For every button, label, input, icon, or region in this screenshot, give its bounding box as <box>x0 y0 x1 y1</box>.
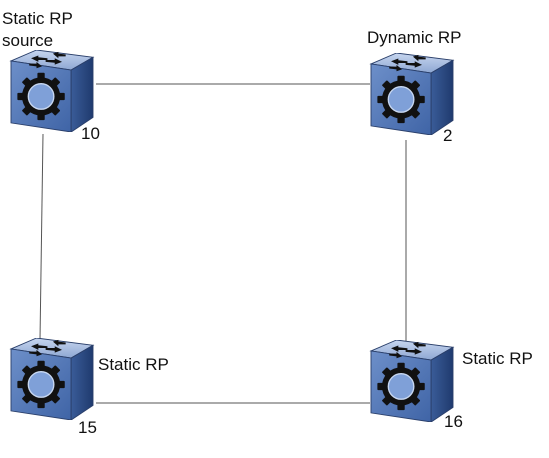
node-2-label: Dynamic RP <box>367 28 462 47</box>
node-2-number: 2 <box>443 126 453 145</box>
router-icon <box>10 50 94 132</box>
router-node-15[interactable] <box>10 338 94 420</box>
router-node-16[interactable] <box>370 340 454 422</box>
link-10-15 <box>39 133 44 341</box>
node-10-label-line2: source <box>2 31 54 50</box>
node-16-number: 16 <box>444 412 463 431</box>
router-icon <box>370 53 454 135</box>
node-10-label-line1: Static RP <box>2 9 73 28</box>
node-15-label: Static RP <box>98 355 169 374</box>
node-10-label: Static RP source <box>2 8 73 52</box>
router-icon <box>10 338 94 420</box>
router-icon <box>370 340 454 422</box>
node-16-label: Static RP <box>462 349 533 368</box>
node-10-number: 10 <box>81 124 100 143</box>
node-15-number: 15 <box>78 418 97 437</box>
router-node-2[interactable] <box>370 53 454 135</box>
router-node-10[interactable] <box>10 50 94 132</box>
